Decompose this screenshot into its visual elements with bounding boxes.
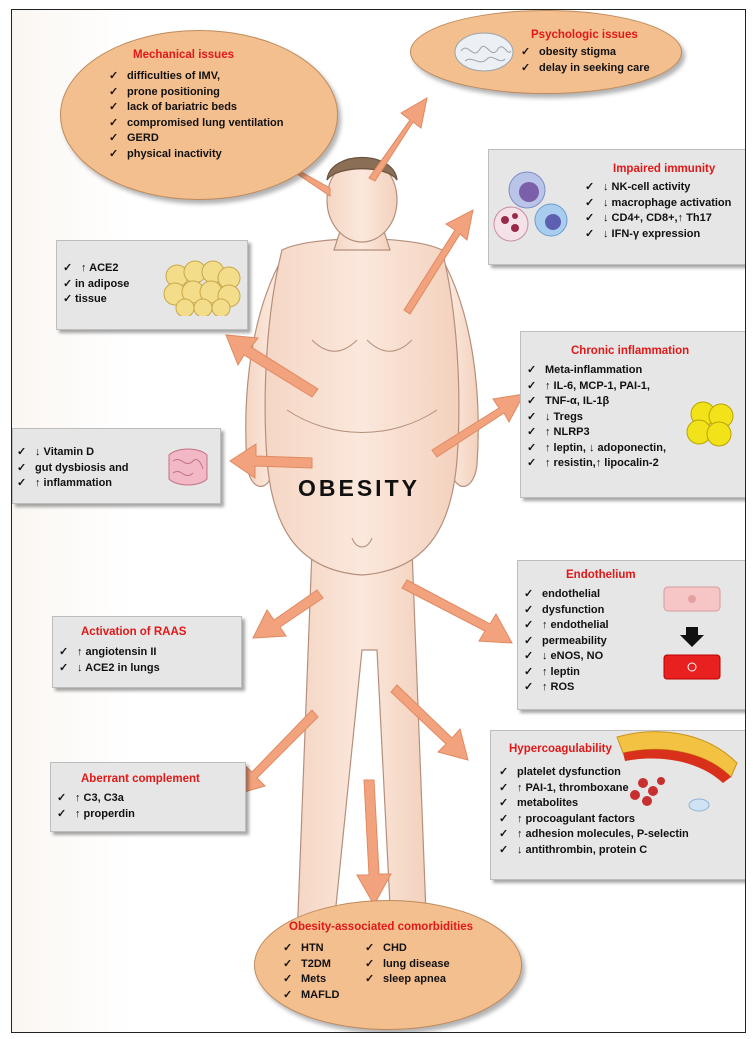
impaired-immunity-list: ↓ NK-cell activity ↓ macrophage activati… <box>583 180 731 242</box>
list-item: MAFLD <box>281 988 340 1004</box>
mechanical-issues-title: Mechanical issues <box>133 49 234 61</box>
center-label: OBESITY <box>298 475 420 502</box>
list-item: gut dysbiosis and <box>15 461 129 477</box>
comorbidities-col1: HTN T2DM Mets MAFLD <box>281 941 340 1003</box>
hypercoagulability-box: Hypercoagulability platelet dysfunction … <box>490 730 746 880</box>
list-item: delay in seeking care <box>519 61 650 77</box>
list-item: lack of bariatric beds <box>107 100 283 116</box>
list-item: prone positioning <box>107 85 283 101</box>
list-item: ↑ procoagulant factors <box>497 812 689 828</box>
list-item: obesity stigma <box>519 45 650 61</box>
mechanical-issues-oval: Mechanical issues difficulties of IMV, p… <box>60 30 338 200</box>
list-item: ↑ leptin <box>522 665 609 681</box>
list-item: ↑ NLRP3 <box>525 425 666 441</box>
list-item: ↑ endothelial <box>522 618 609 634</box>
endothelial-cell-icon <box>658 583 728 683</box>
list-item: ↓ NK-cell activity <box>583 180 731 196</box>
list-item: Mets <box>281 972 340 988</box>
hypercoagulability-title: Hypercoagulability <box>509 743 612 755</box>
list-item: compromised lung ventilation <box>107 116 283 132</box>
raas-title: Activation of RAAS <box>81 626 186 638</box>
list-item: Meta-inflammation <box>525 363 666 379</box>
list-item: HTN <box>281 941 340 957</box>
aberrant-complement-list: ↑ C3, C3a ↑ properdin <box>55 791 135 822</box>
list-item: physical inactivity <box>107 147 283 163</box>
psychologic-issues-oval: Psychologic issues obesity stigma delay … <box>410 10 682 94</box>
ace2-list: ↑ ACE2 in adipose tissue <box>61 261 129 308</box>
list-item: ↑ ACE2 <box>61 261 129 277</box>
list-item: lung disease <box>363 957 450 973</box>
list-item: sleep apnea <box>363 972 450 988</box>
list-item: GERD <box>107 131 283 147</box>
list-item: ↓ Vitamin D <box>15 445 129 461</box>
hypercoagulability-list: platelet dysfunction ↑ PAI-1, thromboxan… <box>497 765 689 858</box>
list-item: ↑ resistin,↑ lipocalin-2 <box>525 456 666 472</box>
list-item: ↑ ROS <box>522 680 609 696</box>
psychologic-issues-title: Psychologic issues <box>531 29 638 41</box>
list-item: ↑ properdin <box>55 807 135 823</box>
adipose-cells-icon <box>163 256 243 316</box>
vitamin-d-box: ↓ Vitamin D gut dysbiosis and ↑ inflamma… <box>12 428 221 504</box>
raas-list: ↑ angiotensin II ↓ ACE2 in lungs <box>57 645 160 676</box>
raas-box: Activation of RAAS ↑ angiotensin II ↓ AC… <box>52 616 242 688</box>
list-item: ↓ ACE2 in lungs <box>57 661 160 677</box>
comorbidities-col2: CHD lung disease sleep apnea <box>363 941 450 988</box>
list-item: ↓ antithrombin, protein C <box>497 843 689 859</box>
chronic-inflammation-title: Chronic inflammation <box>571 345 689 357</box>
list-item: endothelial <box>522 587 609 603</box>
impaired-immunity-title: Impaired immunity <box>613 163 715 175</box>
list-item: dysfunction <box>522 603 609 619</box>
list-item: in adipose <box>61 277 129 293</box>
impaired-immunity-box: Impaired immunity ↓ NK-cell activity ↓ m… <box>488 149 746 265</box>
comorbidities-oval: Obesity-associated comorbidities HTN T2D… <box>254 900 522 1030</box>
list-item: platelet dysfunction <box>497 765 689 781</box>
list-item: T2DM <box>281 957 340 973</box>
immune-cells-icon <box>491 168 581 248</box>
list-item: ↑ leptin, ↓ adoponectin, <box>525 441 666 457</box>
list-item: ↑ C3, C3a <box>55 791 135 807</box>
intestine-icon <box>163 445 213 489</box>
list-item: ↓ IFN-γ expression <box>583 227 731 243</box>
ace2-adipose-box: ↑ ACE2 in adipose tissue <box>56 240 248 330</box>
list-item: permeability <box>522 634 609 650</box>
psychologic-issues-list: obesity stigma delay in seeking care <box>519 45 650 76</box>
list-item: CHD <box>363 941 450 957</box>
vitamin-d-list: ↓ Vitamin D gut dysbiosis and ↑ inflamma… <box>15 445 129 492</box>
endothelium-list: endothelial dysfunction ↑ endothelial pe… <box>522 587 609 696</box>
aberrant-complement-title: Aberrant complement <box>81 773 200 785</box>
list-item: ↓ eNOS, NO <box>522 649 609 665</box>
list-item: tissue <box>61 292 129 308</box>
chronic-inflammation-list: Meta-inflammation ↑ IL-6, MCP-1, PAI-1, … <box>525 363 666 472</box>
obese-man-figure <box>246 158 478 958</box>
list-item: ↓ macrophage activation <box>583 196 731 212</box>
list-item: ↓ Tregs <box>525 410 666 426</box>
arrow-endothelium <box>402 580 512 643</box>
brain-icon <box>453 31 515 73</box>
list-item: difficulties of IMV, <box>107 69 283 85</box>
list-item: TNF-α, IL-1β <box>525 394 666 410</box>
arrow-psychologic <box>369 98 427 181</box>
comorbidities-title: Obesity-associated comorbidities <box>289 921 473 933</box>
mechanical-issues-list: difficulties of IMV, prone positioning l… <box>107 69 283 162</box>
endothelium-title: Endothelium <box>566 569 636 581</box>
aberrant-complement-box: Aberrant complement ↑ C3, C3a ↑ properdi… <box>50 762 246 832</box>
diagram-frame: Mechanical issues difficulties of IMV, p… <box>11 9 746 1033</box>
list-item: ↑ inflammation <box>15 476 129 492</box>
fat-cells-icon <box>683 398 741 448</box>
list-item: metabolites <box>497 796 689 812</box>
chronic-inflammation-box: Chronic inflammation Meta-inflammation ↑… <box>520 331 746 498</box>
list-item: ↓ CD4+, CD8+,↑ Th17 <box>583 211 731 227</box>
list-item: ↑ angiotensin II <box>57 645 160 661</box>
list-item: ↑ adhesion molecules, P-selectin <box>497 827 689 843</box>
list-item: ↑ PAI-1, thromboxane <box>497 781 689 797</box>
endothelium-box: Endothelium endothelial dysfunction ↑ en… <box>517 560 746 710</box>
list-item: ↑ IL-6, MCP-1, PAI-1, <box>525 379 666 395</box>
